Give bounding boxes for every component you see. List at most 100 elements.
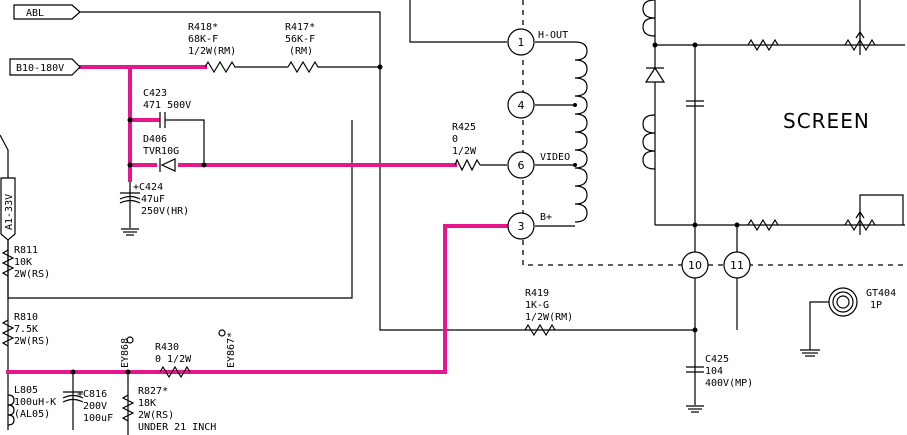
flyback-dashed-boundary bbox=[522, 0, 907, 266]
r417-ref: R417* bbox=[285, 22, 315, 33]
r811-val: 10K bbox=[14, 257, 32, 268]
svg-text:ABL: ABL bbox=[26, 8, 44, 19]
junction-dot bbox=[692, 222, 698, 228]
r417-val: 56K-F bbox=[285, 34, 315, 45]
ey868-ref: EY868 bbox=[120, 338, 131, 368]
r827-resistor bbox=[121, 394, 135, 422]
r418-val: 68K-F bbox=[188, 34, 218, 45]
l805-inductor bbox=[7, 394, 15, 426]
c423-loop-wire bbox=[175, 119, 205, 165]
r827-spec: 2W(RS) bbox=[138, 410, 174, 421]
gt404-ref: GT404 bbox=[866, 288, 896, 299]
c424-capacitor bbox=[119, 192, 141, 204]
screen-resistor-2 bbox=[747, 218, 779, 232]
abl-net-tag: ABL bbox=[13, 4, 81, 20]
gt404-spark-gap bbox=[828, 287, 858, 317]
ey867-ref: EY867* bbox=[226, 332, 237, 368]
a1-net-tag: A1-33V bbox=[0, 177, 16, 241]
r425-ref: R425 bbox=[452, 122, 476, 133]
c816-val: 200V bbox=[83, 401, 107, 412]
r430-resistor bbox=[159, 365, 191, 379]
screen-resistor-1 bbox=[747, 38, 779, 52]
flyback-pin-6: 6 bbox=[507, 151, 535, 179]
c423-capacitor bbox=[159, 112, 175, 128]
hout-wire bbox=[409, 0, 507, 43]
l805-spec: (AL05) bbox=[14, 409, 50, 420]
r419-resistor bbox=[524, 323, 556, 337]
r810-spec: 2W(RS) bbox=[14, 336, 50, 347]
ey868-marker bbox=[126, 336, 134, 344]
c425-capacitor bbox=[686, 366, 704, 373]
r418-ref: R418* bbox=[188, 22, 218, 33]
junction-dot bbox=[573, 163, 577, 167]
d406-ref: D406 bbox=[143, 134, 167, 145]
pot-wiper-2 bbox=[855, 210, 865, 235]
r430-val: 0 1/2W bbox=[155, 354, 192, 365]
hv-coil bbox=[642, 0, 656, 170]
l805-val: 100uH-K bbox=[14, 397, 56, 408]
c425-spec: 400V(MP) bbox=[705, 378, 753, 389]
c424-ref: +C424 bbox=[133, 182, 163, 193]
flyback-pin-1: 1 bbox=[507, 28, 535, 56]
junction-dot bbox=[692, 42, 698, 48]
r811-spec: 2W(RS) bbox=[14, 269, 50, 280]
svg-text:4: 4 bbox=[518, 99, 525, 112]
junction-dot bbox=[125, 369, 131, 375]
r425-val: 0 bbox=[452, 134, 458, 145]
screen-capacitor bbox=[686, 100, 704, 107]
c816-ref: +C816 bbox=[77, 389, 107, 400]
r827-val: 18K bbox=[138, 398, 156, 409]
b10-net-tag: B10-180V bbox=[9, 58, 81, 76]
junction-dot bbox=[127, 117, 133, 123]
r419-val: 1K-G bbox=[525, 300, 549, 311]
svg-text:B10-180V: B10-180V bbox=[16, 63, 64, 74]
c816-spec: 100uF bbox=[83, 413, 113, 424]
svg-text:11: 11 bbox=[730, 259, 744, 272]
screen-label: SCREEN bbox=[783, 109, 870, 133]
gt404-val: 1P bbox=[870, 300, 882, 311]
c424-val: 47uF bbox=[141, 194, 165, 205]
screen-frame-wire bbox=[654, 0, 905, 46]
svg-text:10: 10 bbox=[688, 259, 702, 272]
r810-val: 7.5K bbox=[14, 324, 38, 335]
junction-dot bbox=[734, 222, 740, 228]
r425-spec: 1/2W bbox=[452, 146, 477, 157]
r419-spec: 1/2W(RM) bbox=[525, 312, 573, 323]
c425-val: 104 bbox=[705, 366, 723, 377]
pot-wiper bbox=[855, 30, 865, 55]
svg-text:1: 1 bbox=[518, 36, 525, 49]
junction-dot bbox=[573, 103, 577, 107]
c423-ref: C423 bbox=[143, 88, 167, 99]
r418-resistor bbox=[204, 60, 288, 74]
hv-diode bbox=[644, 66, 666, 83]
svg-text:A1-33V: A1-33V bbox=[4, 194, 15, 230]
c423-val: 471 500V bbox=[143, 100, 191, 111]
ey867-marker bbox=[218, 329, 226, 337]
r419-ref: R419 bbox=[525, 288, 549, 299]
video-label: VIDEO bbox=[540, 152, 570, 163]
d406-diode bbox=[159, 158, 207, 172]
flyback-pin-4: 4 bbox=[507, 91, 535, 119]
r417-resistor bbox=[287, 60, 323, 74]
c816-capacitor bbox=[62, 391, 84, 403]
ground-symbol bbox=[686, 405, 704, 413]
r430-ref: R430 bbox=[155, 342, 179, 353]
r810-resistor bbox=[1, 319, 15, 347]
ground-symbol bbox=[800, 349, 820, 357]
d406-val: TVR10G bbox=[143, 146, 179, 157]
r425-resistor bbox=[454, 158, 481, 172]
junction-dot bbox=[377, 64, 383, 70]
r811-ref: R811 bbox=[14, 245, 38, 256]
crt-pin-11: 11 bbox=[723, 251, 751, 279]
junction-dot bbox=[70, 369, 76, 375]
gt404-lead bbox=[809, 301, 830, 350]
h-out-label: H-OUT bbox=[538, 30, 568, 41]
b-plus-label: B+ bbox=[540, 212, 552, 223]
r827-ref: R827* bbox=[138, 386, 168, 397]
flyback-pin-3: 3 bbox=[507, 212, 535, 240]
c425-ref: C425 bbox=[705, 354, 729, 365]
r811-resistor bbox=[1, 249, 15, 277]
ground-symbol bbox=[121, 228, 139, 236]
c424-spec: 250V(HR) bbox=[141, 206, 189, 217]
